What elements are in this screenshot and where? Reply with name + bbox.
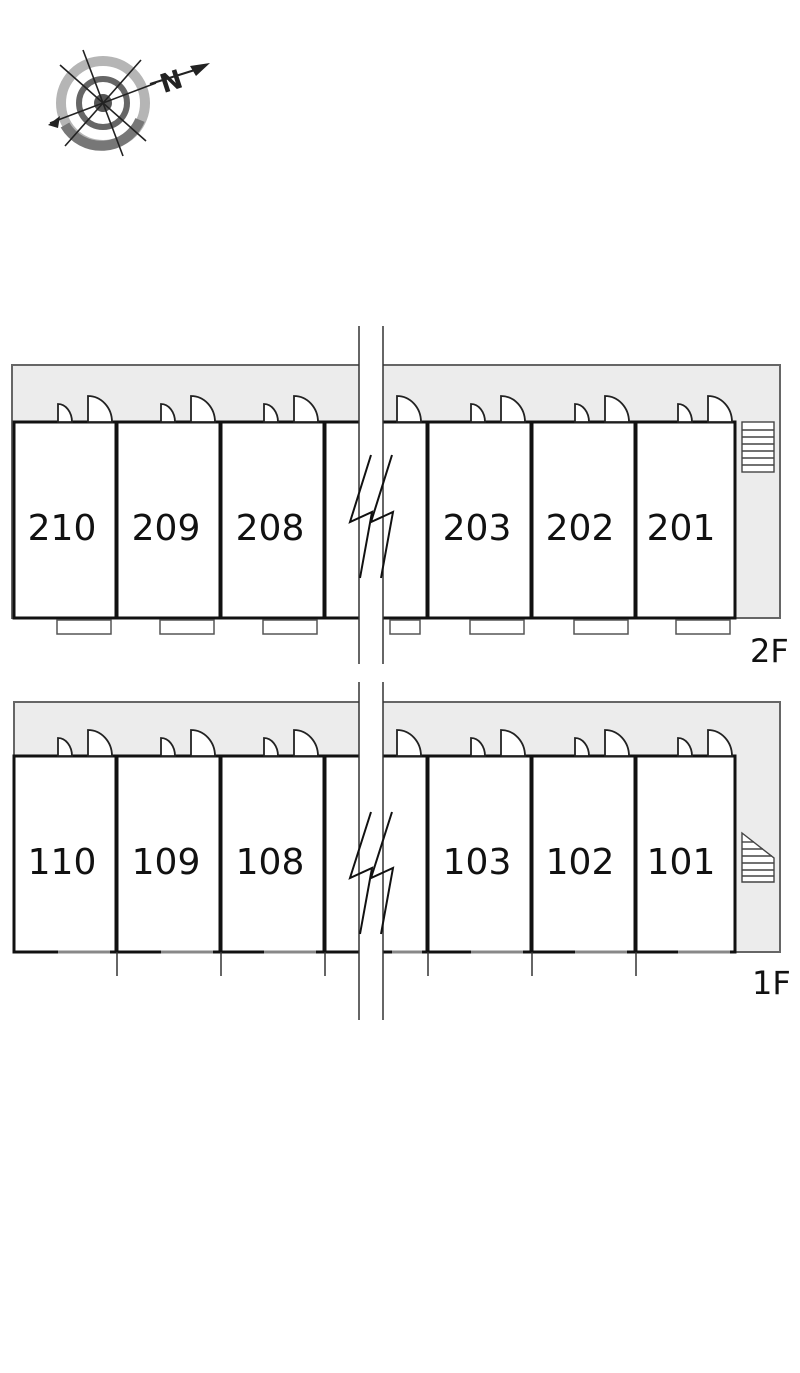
unit-label-101: 101 — [647, 842, 716, 883]
unit-label-202: 202 — [546, 508, 615, 549]
unit-label-203: 203 — [443, 508, 512, 549]
unit-109 — [115, 754, 222, 954]
stairs-2f — [741, 421, 775, 473]
floor-2-plan: 210 209 208 203 202 201 2F — [11, 326, 789, 670]
compass-icon: N — [48, 49, 210, 157]
floor-1-plan: 110 109 108 103 102 101 1F — [12, 682, 791, 1020]
unit-label-110: 110 — [28, 842, 97, 883]
unit-label-201: 201 — [647, 508, 716, 549]
unit-201 — [634, 420, 737, 620]
unit-110 — [12, 754, 118, 954]
floor-label-2f: 2F — [750, 632, 789, 670]
unit-label-210: 210 — [28, 508, 97, 549]
stairs-1f — [741, 831, 775, 883]
floor-label-1f: 1F — [752, 964, 791, 1002]
compass-north-label: N — [157, 65, 187, 100]
unit-103 — [426, 754, 533, 954]
unit-label-108: 108 — [236, 842, 305, 883]
unit-label-102: 102 — [546, 842, 615, 883]
unit-label-103: 103 — [443, 842, 512, 883]
unit-label-209: 209 — [132, 508, 201, 549]
unit-label-109: 109 — [132, 842, 201, 883]
unit-203 — [426, 420, 533, 620]
unit-108 — [219, 754, 326, 954]
unit-label-208: 208 — [236, 508, 305, 549]
